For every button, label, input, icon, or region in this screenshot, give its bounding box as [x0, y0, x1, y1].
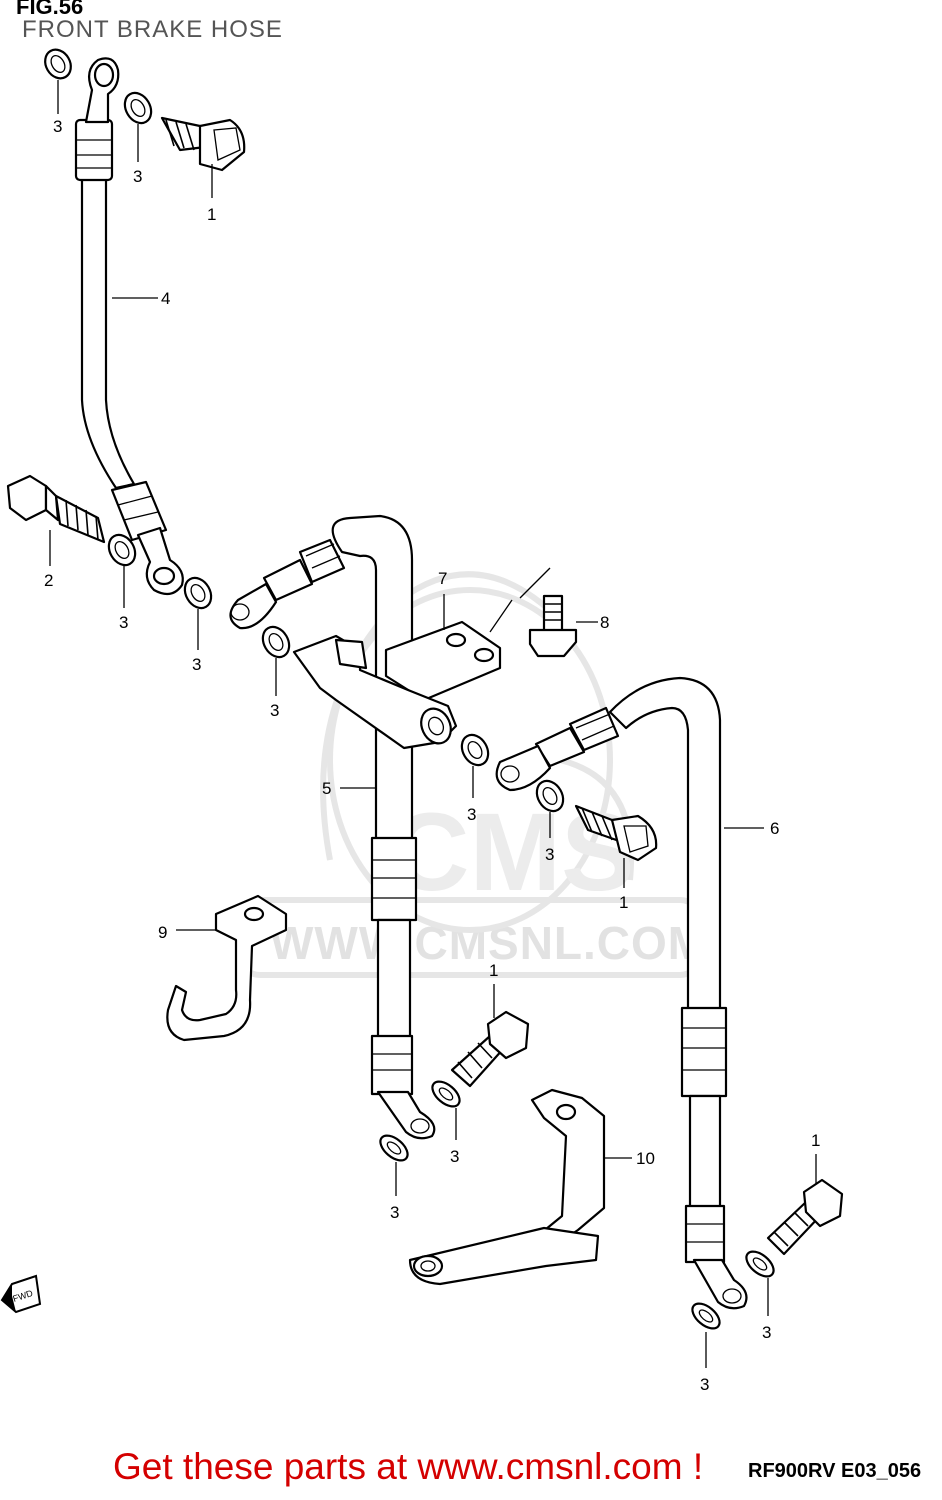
callout-3: 3 — [53, 117, 62, 136]
union-bolt-1-right-upper[interactable] — [574, 804, 658, 862]
callout-3: 3 — [133, 167, 142, 186]
callouts: 3 3 1 4 2 3 3 3 7 8 5 3 3 1 6 9 1 3 3 10… — [44, 117, 820, 1394]
callout-3: 3 — [450, 1147, 459, 1166]
watermark-logo-text: CMS — [390, 791, 634, 914]
washer-right-caliper-upper[interactable] — [742, 1247, 778, 1281]
washer-left-mid[interactable] — [104, 530, 141, 570]
callout-8: 8 — [600, 613, 609, 632]
bolt-8[interactable] — [528, 594, 578, 658]
union-bolt-2[interactable] — [6, 474, 106, 544]
callout-10: 10 — [636, 1149, 655, 1168]
callout-3: 3 — [270, 701, 279, 720]
figure-number: FIG.56 — [16, 0, 84, 19]
washer-hose-5-top[interactable] — [258, 622, 295, 662]
washer-banjo-4-bottom[interactable] — [180, 573, 217, 613]
union-bolt-1-right-caliper[interactable] — [766, 1178, 844, 1256]
washer-left-caliper-upper[interactable] — [428, 1077, 464, 1111]
callout-1: 1 — [489, 961, 498, 980]
callout-3: 3 — [545, 845, 554, 864]
union-bolt-1-left-caliper[interactable] — [450, 1010, 530, 1088]
watermark-logo: CMS — [237, 571, 703, 978]
figure-code: RF900RV E03_056 — [748, 1460, 922, 1482]
callout-9: 9 — [158, 923, 167, 942]
washer-left-caliper-lower[interactable] — [376, 1131, 412, 1165]
callout-3: 3 — [700, 1375, 709, 1394]
callout-3: 3 — [762, 1323, 771, 1342]
washer-top-left[interactable] — [40, 45, 76, 83]
washer-hose-6-top[interactable] — [532, 776, 569, 816]
callout-4: 4 — [161, 289, 170, 308]
clamp-9[interactable] — [166, 894, 288, 1042]
clamp-10[interactable] — [408, 1088, 606, 1286]
washer-right-caliper-lower[interactable] — [688, 1299, 724, 1333]
brake-joint-7[interactable] — [292, 620, 502, 750]
callout-3: 3 — [119, 613, 128, 632]
callout-3: 3 — [390, 1203, 399, 1222]
callout-2: 2 — [44, 571, 53, 590]
callout-7: 7 — [438, 569, 447, 588]
leader-lines — [49, 80, 817, 1368]
callout-1: 1 — [619, 893, 628, 912]
brake-hose-5[interactable] — [229, 514, 436, 1140]
brake-hose-6[interactable] — [495, 676, 748, 1310]
callout-6: 6 — [770, 819, 779, 838]
washer-top-mid[interactable] — [120, 88, 157, 128]
washer-joint-front[interactable] — [457, 730, 494, 770]
callout-5: 5 — [322, 779, 331, 798]
callout-3: 3 — [192, 655, 201, 674]
callout-1: 1 — [207, 205, 216, 224]
callout-1: 1 — [811, 1131, 820, 1150]
fwd-arrow-icon: FWD — [0, 1274, 42, 1314]
figure-title: FRONT BRAKE HOSE — [22, 16, 283, 43]
callout-3: 3 — [467, 805, 476, 824]
brake-hose-4[interactable] — [74, 57, 184, 596]
promo-link[interactable]: Get these parts at www.cmsnl.com ! — [113, 1446, 704, 1487]
union-bolt-1-top[interactable] — [160, 116, 246, 172]
